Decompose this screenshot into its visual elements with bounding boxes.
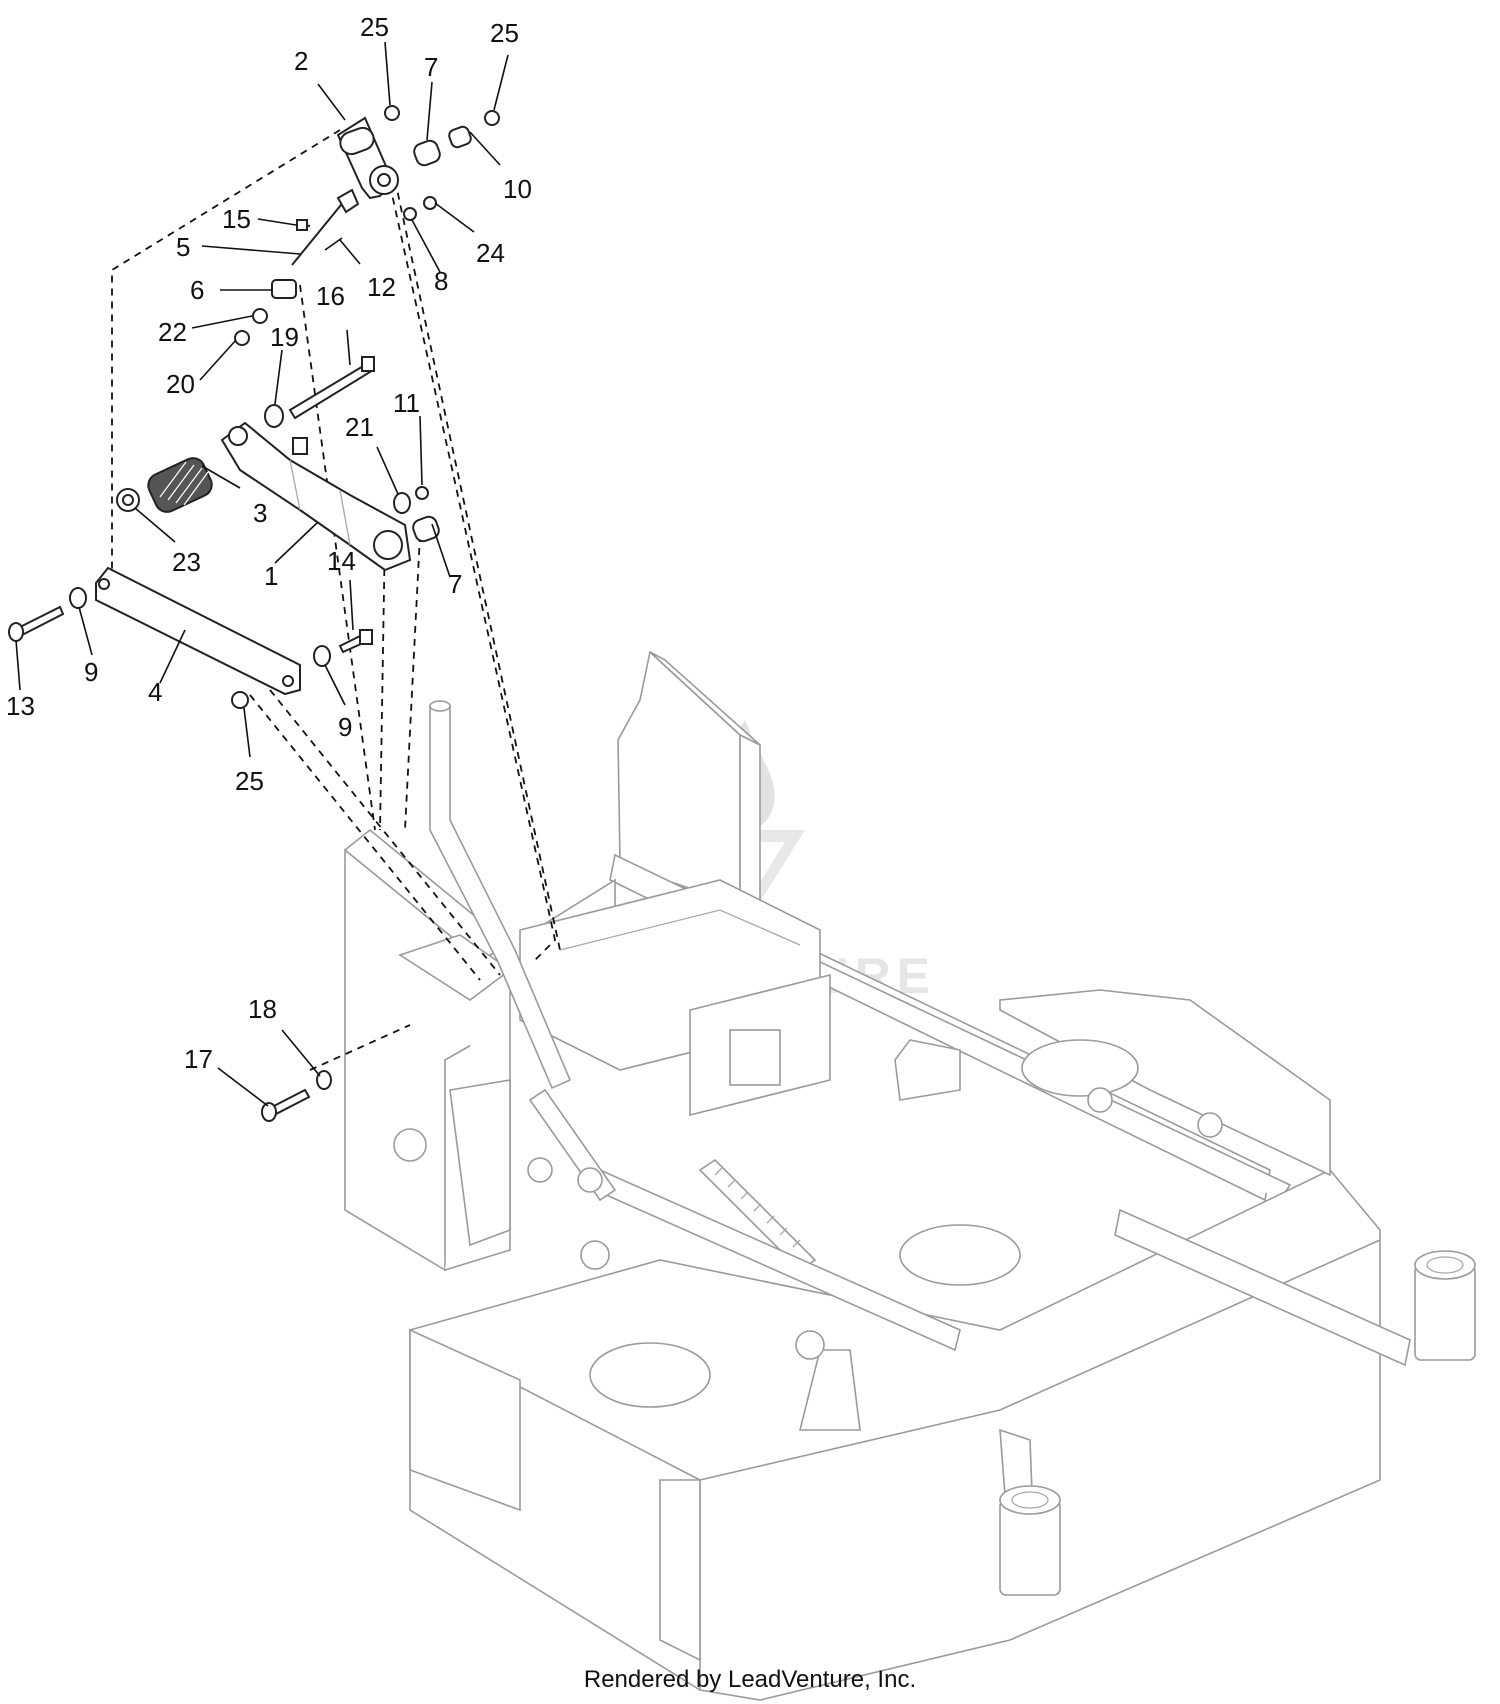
callout-15: 15 [222,204,251,234]
callout-3: 3 [253,498,267,528]
part-6-clevis [271,279,297,299]
callout-22: 22 [158,317,187,347]
part-22-washer [252,308,268,324]
callout-leaders [15,41,509,1107]
part-4-link-bar [95,566,301,696]
callout-9-left: 9 [84,657,98,687]
callout-25-top: 25 [360,12,389,42]
callout-14: 14 [327,546,356,576]
part-25-nut-lower [231,691,249,709]
callout-13: 13 [6,691,35,721]
callout-17: 17 [184,1044,213,1074]
part-16-bolt [288,363,372,420]
callout-11: 11 [393,388,420,418]
callout-12: 12 [367,272,396,302]
callout-1: 1 [264,561,278,591]
callout-25-right: 25 [490,18,519,48]
callout-10: 10 [503,174,532,204]
callout-8: 8 [434,266,448,296]
callout-4: 4 [148,677,162,707]
part-13-bolt [16,605,65,637]
callout-21: 21 [345,412,374,442]
callout-20: 20 [166,369,195,399]
callout-7-top: 7 [424,52,438,82]
part-25-nut-top [384,105,400,121]
callout-5: 5 [176,232,190,262]
callout-7-lower: 7 [448,569,462,599]
part-9-washer-right [313,645,331,667]
part-5-rod [291,199,346,266]
part-19-washer [264,404,284,428]
render-credit: Rendered by LeadVenture, Inc. [583,1666,917,1693]
callout-19: 19 [270,322,299,352]
part-12-pin [324,237,343,251]
assembly-guide-lines [111,129,561,1071]
part-25-nut-right [484,110,500,126]
part-10-bushing [448,125,472,149]
part-3-splined-shaft [147,457,213,513]
part-11-nut [415,486,429,500]
callout-24: 24 [476,238,505,268]
callout-labels: 2 25 7 25 10 15 5 12 8 24 6 16 22 19 20 … [6,12,532,1074]
callout-25-lower: 25 [235,766,264,796]
part-21-washer [393,492,411,514]
part-20-nut [234,330,250,346]
part-9-washer-left [69,587,87,609]
parts-group [8,105,500,1122]
callout-2: 2 [294,46,308,76]
callout-9-right: 9 [338,712,352,742]
part-8-washer [403,207,417,221]
part-24-nut [423,196,437,210]
callout-16: 16 [316,281,345,311]
part-1-arm [220,421,412,572]
callout-23: 23 [172,547,201,577]
mower-frame [343,650,1476,1701]
part-7-spacer-top [413,139,441,167]
part-7-spacer-lower [412,515,440,543]
callout-18: 18 [248,994,277,1024]
callout-6: 6 [190,275,204,305]
